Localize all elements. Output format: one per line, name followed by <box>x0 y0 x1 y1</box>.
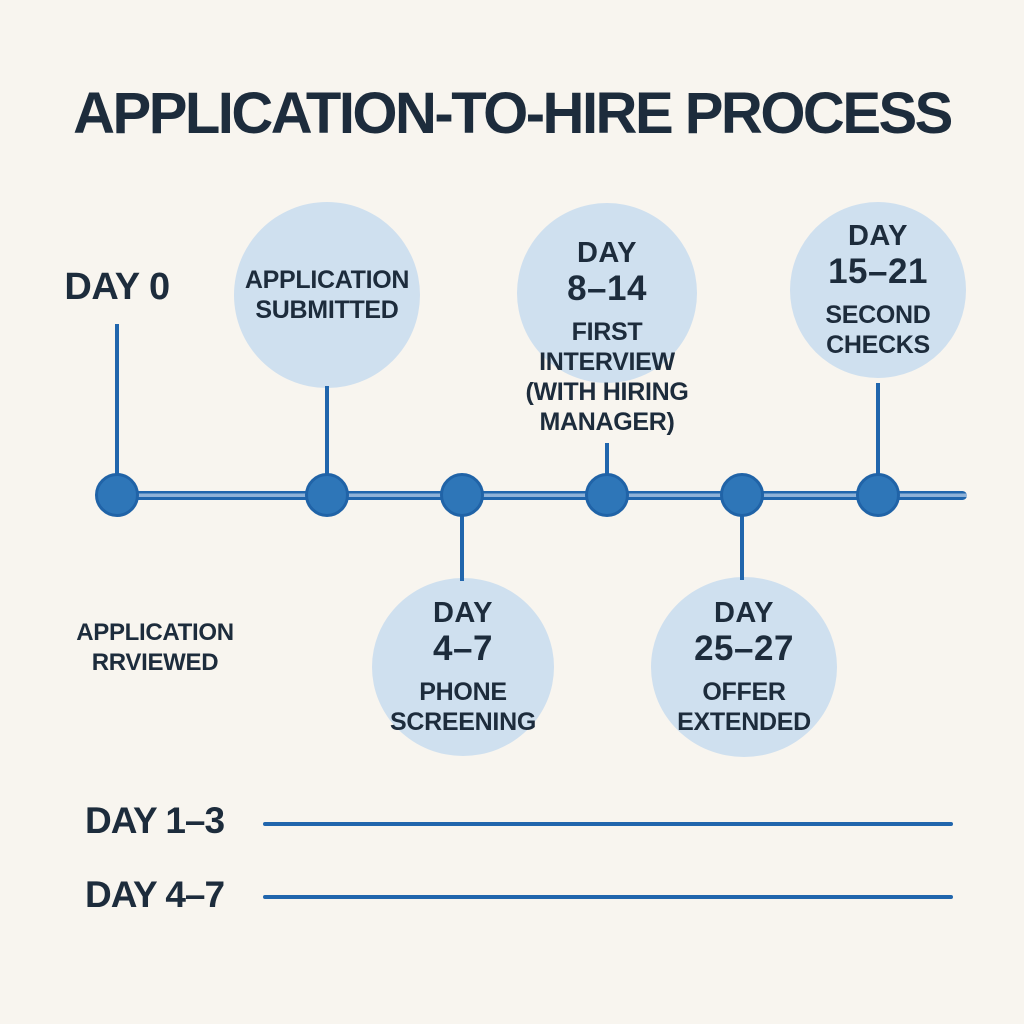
bubble-phone-screening: DAY 4–7 PHONE SCREENING <box>372 578 554 756</box>
bubble-text-line: APPLICATION <box>244 266 410 294</box>
bubble-text-line: SCREENING <box>390 708 536 736</box>
bubble-first-interview: DAY 8–14 FIRST INTERVIEW (WITH HIRING MA… <box>517 203 697 436</box>
bubble-day-word: DAY <box>713 597 775 629</box>
timeline-dot-day0 <box>95 473 139 517</box>
timeline-axis <box>115 491 967 500</box>
bubble-text-line: MANAGER) <box>539 408 675 436</box>
bubble-day-word: DAY <box>432 597 494 629</box>
bubble-day-range: 8–14 <box>567 269 647 308</box>
legend-label-day-1-3: DAY 1–3 <box>85 800 225 841</box>
bubble-application-submitted: APPLICATION SUBMITTED <box>234 202 420 388</box>
timeline-dot-offer-extended <box>720 473 764 517</box>
application-reviewed-line: APPLICATION <box>76 619 234 646</box>
connector-phone-screening <box>460 495 464 581</box>
bubble-day-word: DAY <box>847 220 909 252</box>
timeline-dot-first-interview <box>585 473 629 517</box>
connector-offer-extended <box>740 495 744 580</box>
bubble-second-checks: DAY 15–21 SECOND CHECKS <box>790 202 966 378</box>
bubble-day-range: 15–21 <box>828 252 928 291</box>
bubble-text-block: OFFER EXTENDED <box>677 677 811 737</box>
bubble-text-line: CHECKS <box>826 331 930 359</box>
bubble-text-line: OFFER <box>702 678 786 706</box>
connector-day0 <box>115 324 119 495</box>
timeline-dot-application-submitted <box>305 473 349 517</box>
bubble-text-line: INTERVIEW <box>539 348 675 376</box>
connector-second-checks <box>876 383 880 495</box>
legend-line-day-1-3 <box>263 822 953 826</box>
bubble-text-line: SECOND <box>825 301 931 329</box>
connector-first-interview <box>605 443 609 495</box>
bubble-text-line: (WITH HIRING <box>525 378 689 406</box>
bubble-text-line: FIRST <box>571 318 643 346</box>
timeline-dot-phone-screening <box>440 473 484 517</box>
legend-label-day-4-7: DAY 4–7 <box>85 874 225 915</box>
legend-line-day-4-7 <box>263 895 953 899</box>
page-title: APPLICATION-TO-HIRE PROCESS <box>73 81 953 146</box>
bubble-text-line: PHONE <box>419 678 507 706</box>
connector-application-submitted <box>325 386 329 495</box>
bubble-offer-extended: DAY 25–27 OFFER EXTENDED <box>651 577 837 757</box>
application-reviewed-label: APPLICATION RRVIEWED <box>49 618 261 678</box>
bubble-day-range: 25–27 <box>694 629 794 668</box>
bubble-text-block: FIRST INTERVIEW (WITH HIRING MANAGER) <box>525 317 688 437</box>
bubble-text-line: EXTENDED <box>677 708 811 736</box>
bubble-text-line: SUBMITTED <box>255 296 399 324</box>
day0-label: DAY 0 <box>64 266 170 308</box>
bubble-text-block: PHONE SCREENING <box>390 677 536 737</box>
application-reviewed-line: RRVIEWED <box>91 649 219 676</box>
bubble-day-range: 4–7 <box>433 629 493 668</box>
timeline-dot-second-checks <box>856 473 900 517</box>
bubble-day-word: DAY <box>576 237 638 269</box>
bubble-text-block: SECOND CHECKS <box>825 300 930 360</box>
